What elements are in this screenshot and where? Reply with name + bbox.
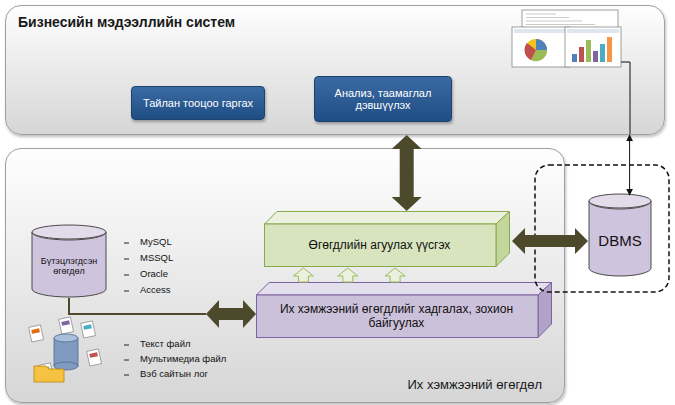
cylinder-body — [32, 232, 106, 297]
block-top — [257, 283, 552, 296]
bullet-dash — [124, 345, 129, 346]
block-front — [257, 295, 539, 338]
process-box: Тайлан тооцоо гаргах — [131, 86, 265, 120]
bullet-dash — [124, 259, 129, 260]
cylinder-top — [32, 225, 106, 239]
connector — [392, 135, 422, 211]
text-area: Тайлан тооцоо гаргах — [132, 87, 264, 119]
leader-line — [630, 62, 631, 134]
block-front — [265, 224, 497, 267]
list-item: MSSQL — [140, 252, 173, 263]
bullet-dash — [124, 360, 129, 361]
files-icon — [29, 317, 102, 382]
block-label: Их хэмжээний өгөгдлийг хадгалах, зохион … — [264, 302, 529, 330]
cylinder-body — [589, 201, 651, 276]
connector — [69, 298, 256, 328]
report-screenshots — [512, 10, 621, 67]
block-side — [538, 283, 552, 338]
panel-label: Их хэмжээний өгөгдөл — [407, 377, 542, 392]
process-label: Тайлан тооцоо гаргах — [143, 97, 253, 109]
connector — [293, 268, 405, 282]
text-area: Их хэмжээний өгөгдөл — [407, 377, 542, 392]
connector — [629, 135, 630, 195]
cylinder-top — [589, 194, 651, 208]
connector — [512, 228, 588, 254]
list-item: Access — [140, 284, 171, 295]
dashed-region — [535, 165, 669, 292]
bullet-dash — [124, 243, 129, 244]
panel-title: Бизнесийн мэдээллийн систем — [18, 14, 235, 30]
list-item: Oracle — [140, 268, 168, 279]
block-top — [265, 212, 510, 225]
bullet-dash — [124, 375, 129, 376]
process-label: Анализ, таамаглал дэвшүүлэх — [321, 87, 445, 111]
leader-line — [621, 62, 630, 63]
system-panel: Их хэмжээний өгөгдөл Бүтэцлэгдсэн өгөгдөл… — [5, 148, 565, 403]
bullet-dash — [124, 291, 129, 292]
block-label: Өгөгдлийн агуулах үүсгэх — [309, 238, 451, 252]
text-area: Анализ, таамаглал дэвшүүлэх — [315, 77, 451, 121]
list-item: Вэб сайтын лог — [140, 368, 208, 379]
list-item: Мультимедиа файл — [140, 353, 226, 364]
layer-block: Өгөгдлийн агуулах үүсгэх — [264, 211, 510, 267]
block-side — [496, 212, 510, 267]
list-item: MySQL — [140, 236, 172, 247]
bullet-dash — [124, 275, 129, 276]
text-area: Бүтэцлэгдсэн өгөгдөл — [31, 238, 107, 294]
database-label: Бүтэцлэгдсэн өгөгдөл — [35, 256, 103, 276]
database-cylinder: DBMS — [588, 193, 652, 277]
text-area: Өгөгдлийн агуулах үүсгэх — [264, 223, 495, 267]
process-box: Анализ, таамаглал дэвшүүлэх — [314, 76, 452, 122]
database-label: DBMS — [598, 232, 641, 249]
layer-block: Их хэмжээний өгөгдлийг хадгалах, зохион … — [256, 282, 552, 338]
text-area: Бизнесийн мэдээллийн систем — [18, 14, 235, 30]
database-cylinder: Бүтэцлэгдсэн өгөгдөл — [31, 224, 107, 298]
list-item: Текст файл — [140, 338, 191, 349]
system-panel: Бизнесийн мэдээллийн системТайлан тооцоо… — [5, 5, 665, 135]
text-area: DBMS — [588, 207, 652, 273]
text-area: Их хэмжээний өгөгдлийг хадгалах, зохион … — [256, 294, 537, 338]
